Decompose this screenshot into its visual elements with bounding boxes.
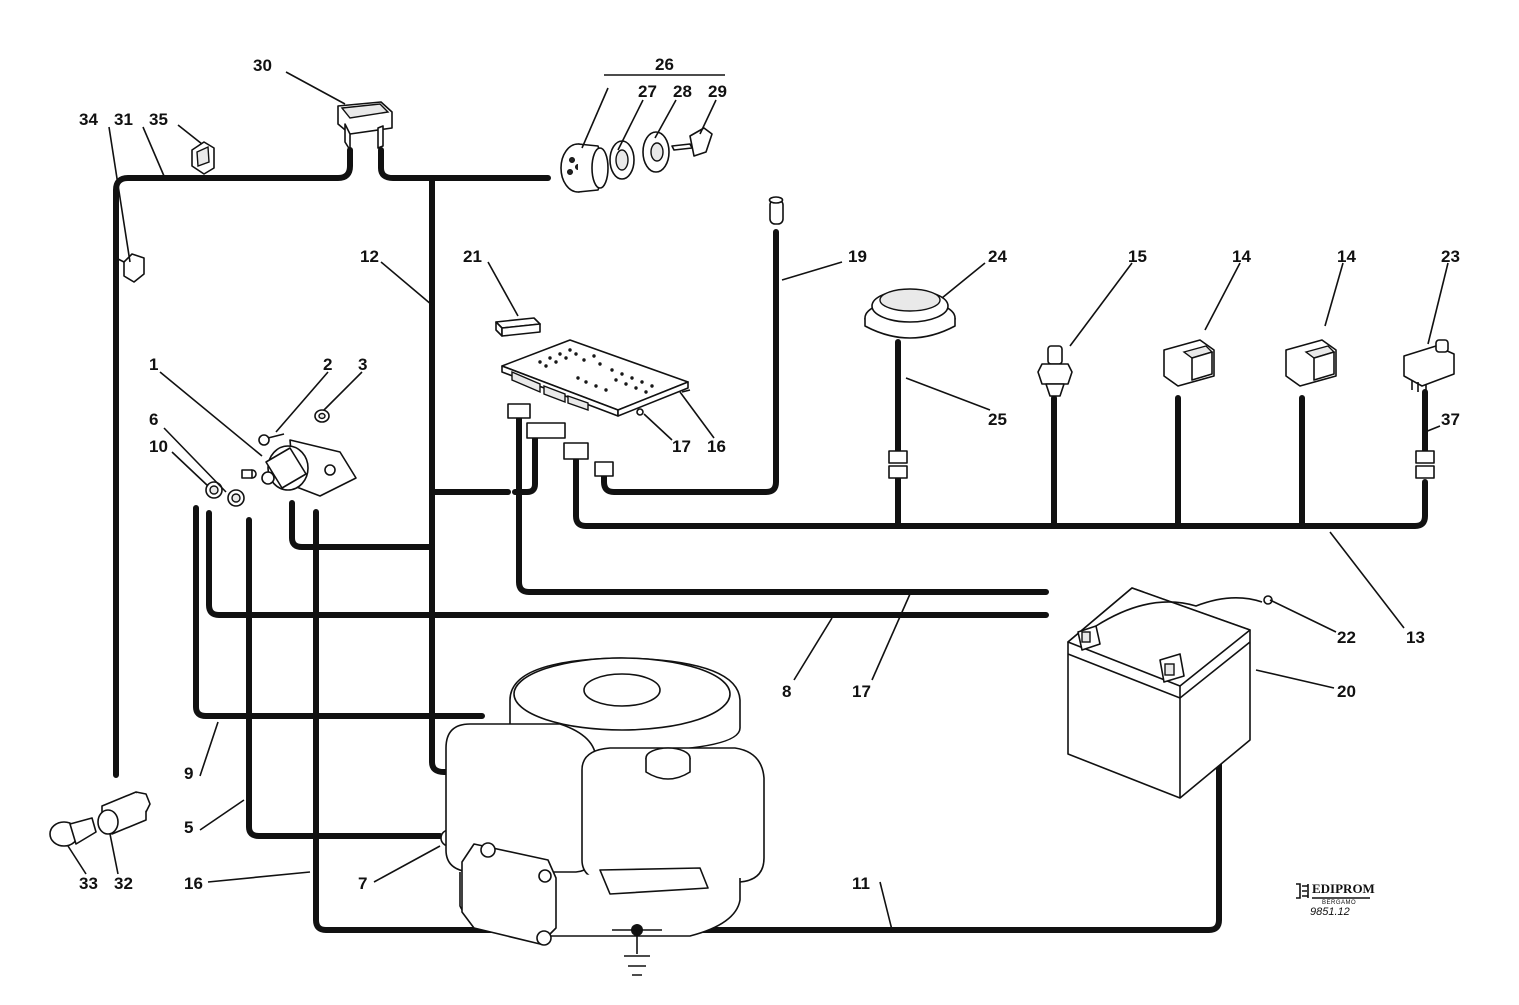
callout-1: 1 <box>149 355 158 374</box>
wire-13 <box>573 457 1428 529</box>
callout-21: 20 <box>1337 682 1356 701</box>
nut-6 <box>227 489 245 507</box>
wiring-harness <box>113 147 1428 933</box>
callout-10: 10 <box>149 437 168 456</box>
connector-plugs <box>507 403 1435 479</box>
battery-21 <box>1067 587 1273 799</box>
logo-city: BERGAMO <box>1322 900 1356 906</box>
callout-32: 31 <box>114 110 133 129</box>
callout-36: 35 <box>149 110 168 129</box>
ground-symbol <box>612 924 662 976</box>
callout-23: 22 <box>1337 628 1356 647</box>
battery-strap-23 <box>1095 597 1263 627</box>
callout-27: 26 <box>655 55 674 74</box>
callout-16: 16 <box>184 874 203 893</box>
wire-20 <box>601 229 779 495</box>
microswitch-24 <box>1403 339 1455 394</box>
board-plug-3 <box>563 442 589 460</box>
callout-20: 19 <box>848 247 867 266</box>
callout-25: 24 <box>988 247 1007 266</box>
fuse-22 <box>495 317 541 337</box>
bulb-34 <box>49 817 97 847</box>
callout-33: 32 <box>114 874 133 893</box>
callout-7: 7 <box>358 874 367 893</box>
callout-15: 15 <box>1128 247 1147 266</box>
wire-11 <box>659 673 1222 933</box>
callout-11: 11 <box>852 874 870 893</box>
callout-numbers: 30 26 27 28 29 34 31 35 12 21 19 24 15 1… <box>79 55 1460 893</box>
wire-9 <box>193 505 485 719</box>
callout-3: 3 <box>358 355 367 374</box>
circuit-board-18 <box>501 339 689 417</box>
callout-37: 37 <box>1441 410 1460 429</box>
wire-12 <box>429 175 455 775</box>
wire-16 <box>313 509 615 933</box>
screw-2 <box>258 433 285 446</box>
wire-12-top <box>378 147 551 181</box>
wire-5 <box>246 517 443 839</box>
board-pins <box>538 348 654 394</box>
callout-17: 17 <box>852 682 871 701</box>
callout-26: 25 <box>988 410 1007 429</box>
board-plug-4 <box>594 461 614 477</box>
rocker-switch-31 <box>337 101 393 151</box>
callout-31: 30 <box>253 56 272 75</box>
wire-relay-a <box>289 500 435 550</box>
board-plug-1 <box>507 403 531 419</box>
ignition-switch-27 <box>560 127 713 193</box>
callout-22: 21 <box>463 247 482 266</box>
switch-14b <box>1285 339 1337 387</box>
plug-37a <box>1415 450 1435 464</box>
engine <box>445 657 765 946</box>
key-30 <box>671 127 713 157</box>
lamp-holder-33 <box>97 791 151 835</box>
logo-brand: EDIPROM <box>1312 881 1375 896</box>
wire-32 <box>113 147 353 778</box>
callout-34: 33 <box>79 874 98 893</box>
callout-24: 23 <box>1441 247 1460 266</box>
solenoid-relay-1 <box>241 439 357 497</box>
board-plug-2 <box>526 422 566 439</box>
callout-2: 2 <box>323 355 332 374</box>
callout-30: 29 <box>708 82 727 101</box>
callout-14a: 14 <box>1232 247 1251 266</box>
screw-19 <box>636 408 644 416</box>
callout-5: 5 <box>184 818 193 837</box>
callout-18: 16 <box>707 437 726 456</box>
leader-lines <box>67 71 1449 931</box>
sensor-15 <box>1037 345 1073 397</box>
callout-28: 27 <box>638 82 657 101</box>
ediprom-logo: EDIPROM BERGAMO 9851.12 <box>1296 881 1375 918</box>
switch-14a <box>1163 339 1215 387</box>
plug-26b <box>888 465 908 479</box>
nut-10 <box>205 481 223 499</box>
clip-35 <box>115 253 145 283</box>
callout-19: 17 <box>672 437 691 456</box>
nut-3 <box>314 409 330 423</box>
callout-8: 8 <box>782 682 791 701</box>
wire-8 <box>206 510 1049 618</box>
plug-26a <box>888 450 908 464</box>
callout-13: 13 <box>1406 628 1425 647</box>
callout-14b: 14 <box>1337 247 1356 266</box>
wire-board-b <box>512 435 538 495</box>
clip-36 <box>191 141 215 175</box>
wire-17 <box>516 415 1049 595</box>
drawing-code: 9851.12 <box>1310 906 1350 918</box>
callout-9: 9 <box>184 764 193 783</box>
callout-35: 34 <box>79 110 98 129</box>
buzzer-25 <box>864 288 956 339</box>
connector-20 <box>768 196 784 225</box>
callout-6: 6 <box>149 410 158 429</box>
callout-12: 12 <box>360 247 379 266</box>
callout-29: 28 <box>673 82 692 101</box>
plug-37b <box>1415 465 1435 479</box>
